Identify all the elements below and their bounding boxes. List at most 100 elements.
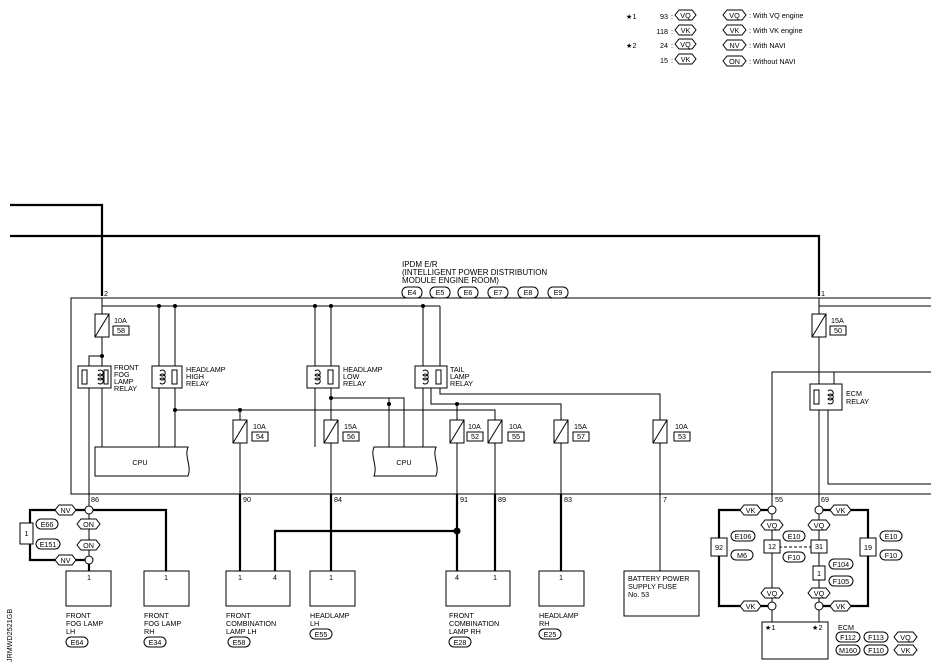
- legend-sep-2: :: [671, 27, 673, 36]
- comb-lh-pin-1: 1: [238, 573, 242, 582]
- conn-f105: [828, 575, 854, 587]
- comb-rh-pin-4: 4: [455, 573, 459, 582]
- conn-f105-label: F105: [833, 577, 849, 586]
- ipdm-title-3: MODULE ENGINE ROOM): [402, 276, 499, 285]
- pin-55: 55: [775, 495, 783, 504]
- ecm-tag-vk-label: VK: [901, 646, 911, 655]
- component-front-fog-lamp-lh: 1 FRONT FOG LAMP LH E64: [65, 570, 112, 648]
- ecm-conn-f113: [863, 631, 889, 643]
- fog-lh-conn: [65, 636, 89, 648]
- tag-nv-top-label: NV: [61, 506, 71, 515]
- ecm-tag-vq: [893, 631, 918, 643]
- joint-1-ecm-label: 1: [817, 569, 821, 578]
- ecm-conn-f110-label: F110: [868, 646, 884, 655]
- pin-69: 69: [821, 495, 829, 504]
- legend-tag-shape-3: [674, 38, 697, 50]
- fuse-58-rating: 10A: [114, 316, 127, 325]
- ipdm-in-pin-left: 2: [104, 289, 108, 298]
- cpu-right: CPU: [372, 446, 438, 477]
- tag-vq-3: [760, 587, 784, 599]
- legend-def-shape-2: [722, 24, 747, 36]
- fuse-54: 10A 54: [232, 419, 269, 444]
- comb-lh-pin-4: 4: [273, 573, 277, 582]
- relay-ecm-label-1: ECM: [846, 389, 862, 398]
- tag-vq-2-label: VQ: [814, 521, 825, 530]
- fog-lh-label-1: FRONT: [66, 611, 91, 620]
- tag-vq-4-label: VQ: [814, 589, 825, 598]
- joint-92: [710, 537, 728, 557]
- pin-89: 89: [498, 495, 506, 504]
- cpu-right-label: CPU: [396, 458, 411, 467]
- fuse-52-rating: 10A: [468, 422, 481, 431]
- tag-vq-1-label: VQ: [767, 521, 778, 530]
- fog-rh-label-3: RH: [144, 627, 154, 636]
- tag-on-top-label: ON: [83, 520, 94, 529]
- comb-rh-conn: [448, 636, 472, 648]
- conn-m6: [730, 549, 754, 561]
- comb-lh-label-2: COMBINATION: [226, 619, 276, 628]
- relay-headlamp-high-label-3: RELAY: [186, 379, 209, 388]
- pin-91: 91: [460, 495, 468, 504]
- fuse-57-num: 57: [577, 432, 585, 441]
- battery-label-1: BATTERY POWER: [628, 574, 690, 583]
- tag-vk-3-label: VK: [746, 602, 756, 611]
- fuse-55-rating: 10A: [509, 422, 522, 431]
- component-ecm: ★1 ★2 ECM F112 F113 VQ M160 F110 VK: [761, 621, 918, 660]
- relay-tail-label-3: RELAY: [450, 379, 473, 388]
- fuse-53-rating: 10A: [675, 422, 688, 431]
- ipdm-title: IPDM E/R (INTELLIGENT POWER DISTRIBUTION…: [401, 260, 569, 299]
- battery-label-3: No. 53: [628, 590, 649, 599]
- fog-lh-label-2: FOG LAMP: [66, 619, 103, 628]
- legend-def-code-3: NV: [730, 41, 740, 50]
- comb-rh-label-2: COMBINATION: [449, 619, 499, 628]
- tag-vk-1: [739, 504, 762, 516]
- conn-f104: [828, 558, 854, 570]
- fuse-57-rating: 15A: [574, 422, 587, 431]
- joint-92-label: 92: [715, 543, 723, 552]
- component-front-fog-lamp-rh: 1 FRONT FOG LAMP RH E34: [143, 570, 190, 648]
- option-tags: NV ON ON NV E66 E151 1 VK VK VQ VQ VQ VQ…: [25, 504, 852, 612]
- tag-nv-bottom: [54, 554, 77, 566]
- head-rh-conn: [538, 628, 562, 640]
- conn-f10-b: [879, 549, 903, 561]
- component-headlamp-lh: 1 HEADLAMP LH E55: [309, 570, 356, 640]
- tag-vq-2: [807, 519, 831, 531]
- legend-def-text-3: : With NAVI: [749, 41, 786, 50]
- pin-86: 86: [91, 495, 99, 504]
- ecm-star-2: ★2: [812, 623, 822, 632]
- component-front-combination-lamp-rh: 4 1 FRONT COMBINATION LAMP RH E28: [445, 570, 511, 648]
- tag-vq-4: [807, 587, 831, 599]
- conn-e106-label: E106: [735, 532, 752, 541]
- fuse-56-num: 56: [347, 432, 355, 441]
- fog-rh-conn: [143, 636, 167, 648]
- legend-def-text-2: : With VK engine: [749, 26, 803, 35]
- fuse-52: 10A 52: [449, 419, 484, 444]
- joint-31-label: 31: [815, 542, 823, 551]
- fog-rh-label-1: FRONT: [144, 611, 169, 620]
- tag-vq-3-label: VQ: [767, 589, 778, 598]
- tag-nv-top: [54, 504, 77, 516]
- fog-lh-label-3: LH: [66, 627, 75, 636]
- ecm-conn-f112-label: F112: [840, 633, 856, 642]
- fuse-58: 10A 58: [94, 313, 130, 338]
- joint-12: [763, 539, 781, 554]
- drawing-code: JRMWD2521GB: [5, 609, 14, 662]
- comb-lh-conn-label: E58: [233, 638, 246, 647]
- legend-star-3: ★2: [626, 41, 636, 50]
- legend-sep-4: :: [671, 56, 673, 65]
- component-battery-power-supply-fuse: BATTERY POWER SUPPLY FUSE No. 53: [623, 570, 700, 617]
- ecm-joints: 92 E106 M6 12 E10 F10 31 1 F104 F105 19 …: [710, 530, 903, 587]
- input-wires: [10, 203, 821, 296]
- ipdm-conn-e9-label: E9: [554, 288, 563, 297]
- joint-1-label: 1: [25, 529, 29, 538]
- fuse-52-num: 52: [471, 432, 479, 441]
- head-lh-conn: [309, 628, 333, 640]
- head-lh-label-2: LH: [310, 619, 319, 628]
- tag-vk-2-label: VK: [836, 506, 846, 515]
- conn-e10-b: [879, 530, 903, 542]
- component-front-combination-lamp-lh: 1 4 FRONT COMBINATION LAMP LH E58: [225, 570, 291, 648]
- ecm-conn-f112: [835, 631, 861, 643]
- relay-front-fog: FRONT FOG LAMP RELAY: [77, 363, 139, 393]
- joint-19: [859, 537, 877, 557]
